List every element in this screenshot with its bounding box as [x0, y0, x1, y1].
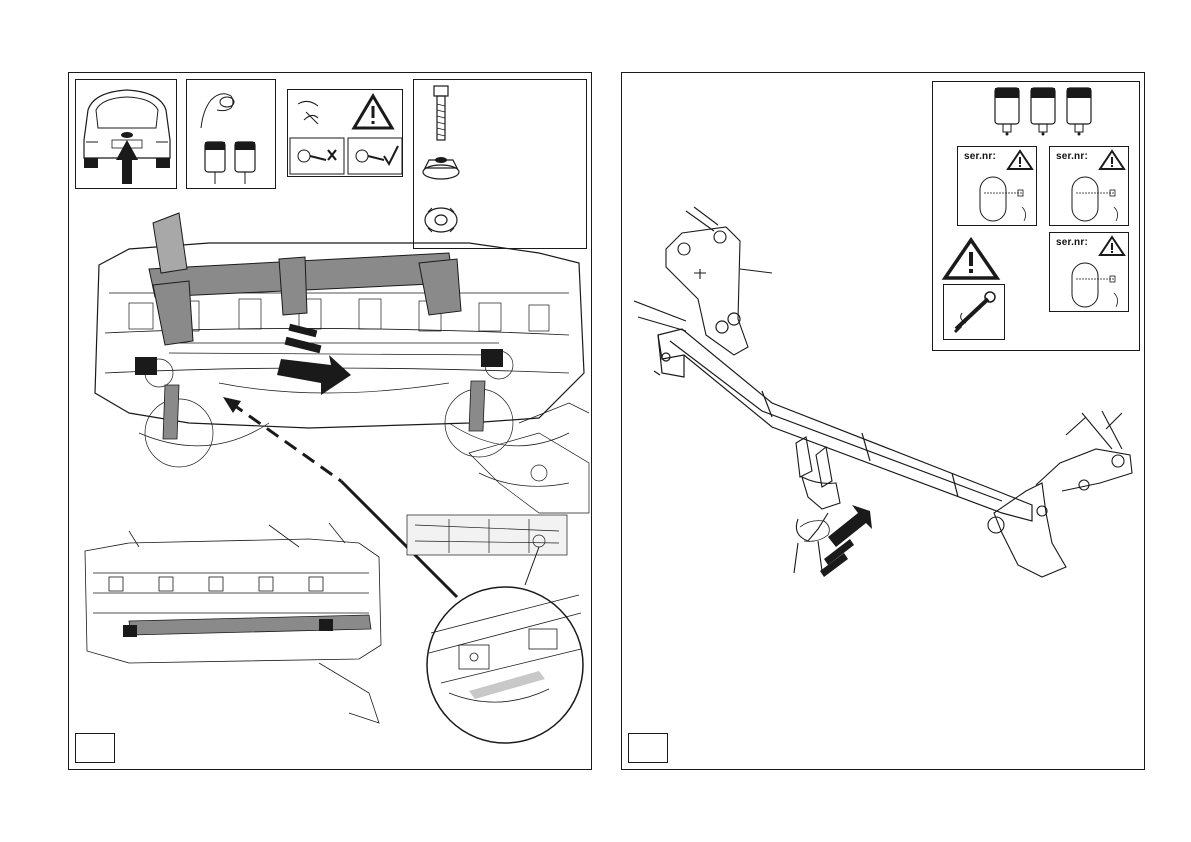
- right-step-panel: ser.nr: ser.nr:: [621, 72, 1145, 770]
- step-number-box: [75, 733, 115, 763]
- install-arrow-icon: [277, 324, 351, 395]
- step-number-box: [628, 733, 668, 763]
- left-step-panel: [68, 72, 592, 770]
- crossmember-main-drawing: [69, 73, 593, 771]
- push-arrow-icon: [820, 505, 872, 577]
- towbar-drawing: [622, 73, 1146, 771]
- hand-icon: [800, 521, 829, 542]
